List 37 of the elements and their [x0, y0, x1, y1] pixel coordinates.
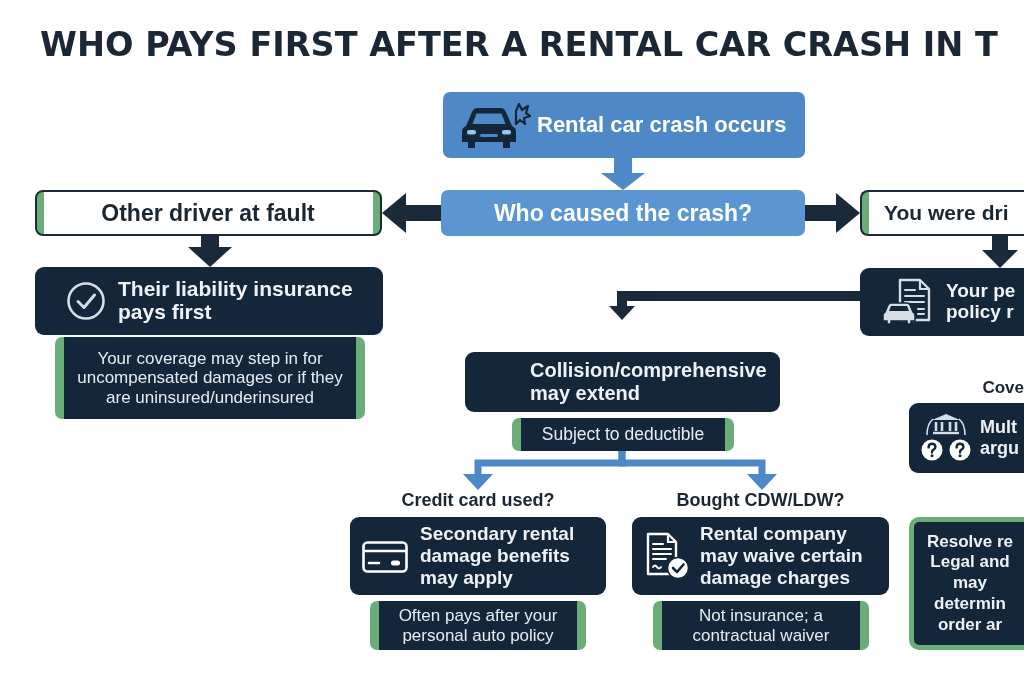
- arrow: [188, 236, 232, 267]
- node-text: Not insurance; a contractual waiver: [691, 605, 831, 646]
- node-text: Rental company may waive certain damage charges: [700, 523, 864, 589]
- node-text: Your coverage may step in for uncompensated damages or if they are uninsured/underinsured: [76, 348, 344, 408]
- node-heading: Cove: [981, 378, 1024, 399]
- node-text: Rental car crash occurs: [537, 112, 788, 138]
- question-box: [441, 190, 805, 236]
- node-heading: Bought CDW/LDW?: [675, 490, 846, 512]
- node-heading: Credit card used?: [400, 490, 556, 512]
- outcome-box: [860, 190, 1024, 236]
- node-text: Mult argu: [980, 417, 1020, 459]
- arrow: [601, 158, 645, 190]
- node-text: Resolve re Legal and may determin order ar: [926, 531, 1014, 636]
- node-text: Your pe policy r: [946, 281, 1017, 323]
- outcome-box: [35, 190, 382, 236]
- note-box: [370, 601, 586, 650]
- arrow: [618, 451, 777, 490]
- note-box: [55, 337, 365, 419]
- node-text: Their liability insurance pays first: [118, 278, 354, 324]
- arrow: [805, 193, 860, 233]
- node-text: Often pays after your personal auto policy: [397, 605, 559, 646]
- diagram-title: WHO PAYS FIRST AFTER A RENTAL CAR CRASH IN T: [40, 26, 998, 65]
- arrow: [382, 193, 441, 233]
- node-text: Secondary rental damage benefits may apply: [420, 523, 576, 589]
- result-box: [35, 267, 383, 335]
- node-text: Subject to deductible: [540, 424, 706, 445]
- note-box: [512, 418, 734, 451]
- node-text: You were dri: [884, 200, 1010, 226]
- arrow: [609, 291, 860, 320]
- note-box: [653, 601, 869, 650]
- arrow: [982, 236, 1018, 268]
- node-text: Other driver at fault: [100, 199, 316, 227]
- node-text: Who caused the crash?: [492, 199, 754, 227]
- resolve-box: [909, 517, 1024, 650]
- start-box: [443, 92, 805, 158]
- result-box: [860, 268, 1024, 336]
- node-text: Collision/comprehensive may extend: [530, 359, 768, 405]
